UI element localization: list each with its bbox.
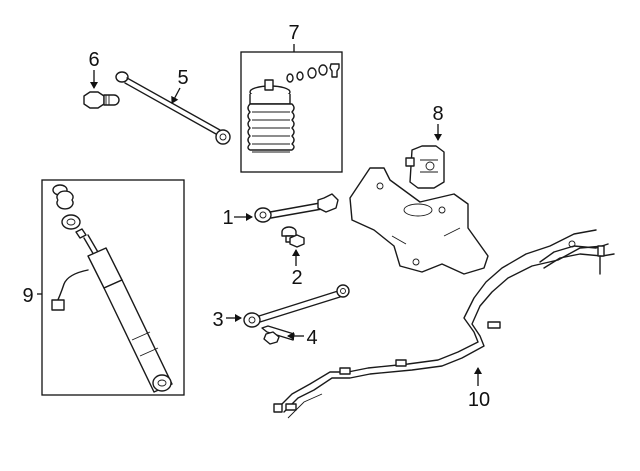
callout-8: 8 bbox=[432, 103, 443, 125]
callout-4: 4 bbox=[306, 327, 317, 349]
callout-10: 10 bbox=[468, 389, 490, 411]
callout-3: 3 bbox=[212, 309, 223, 331]
callout-7: 7 bbox=[288, 22, 299, 44]
callout-2: 2 bbox=[291, 267, 302, 289]
bracket-part-8 bbox=[405, 145, 445, 189]
leader-5 bbox=[171, 87, 181, 104]
callout-5: 5 bbox=[177, 67, 188, 89]
part-7-box bbox=[240, 51, 343, 173]
callout-9: 9 bbox=[22, 285, 33, 307]
pipe-line-part-10 bbox=[273, 229, 615, 419]
part-9-box bbox=[41, 179, 185, 396]
shock-absorber-part-9 bbox=[51, 184, 173, 393]
control-arm-part-3 bbox=[243, 284, 350, 328]
air-spring-part-7 bbox=[247, 63, 340, 153]
bolt-part-4 bbox=[261, 325, 295, 345]
control-arm-part-1 bbox=[254, 193, 339, 223]
bolt-part-2 bbox=[281, 226, 305, 248]
callout-6: 6 bbox=[88, 49, 99, 71]
callout-1: 1 bbox=[222, 207, 233, 229]
crossmember-frame bbox=[349, 167, 489, 275]
bolt-part-6 bbox=[83, 91, 120, 109]
rod-part-5 bbox=[115, 71, 231, 145]
